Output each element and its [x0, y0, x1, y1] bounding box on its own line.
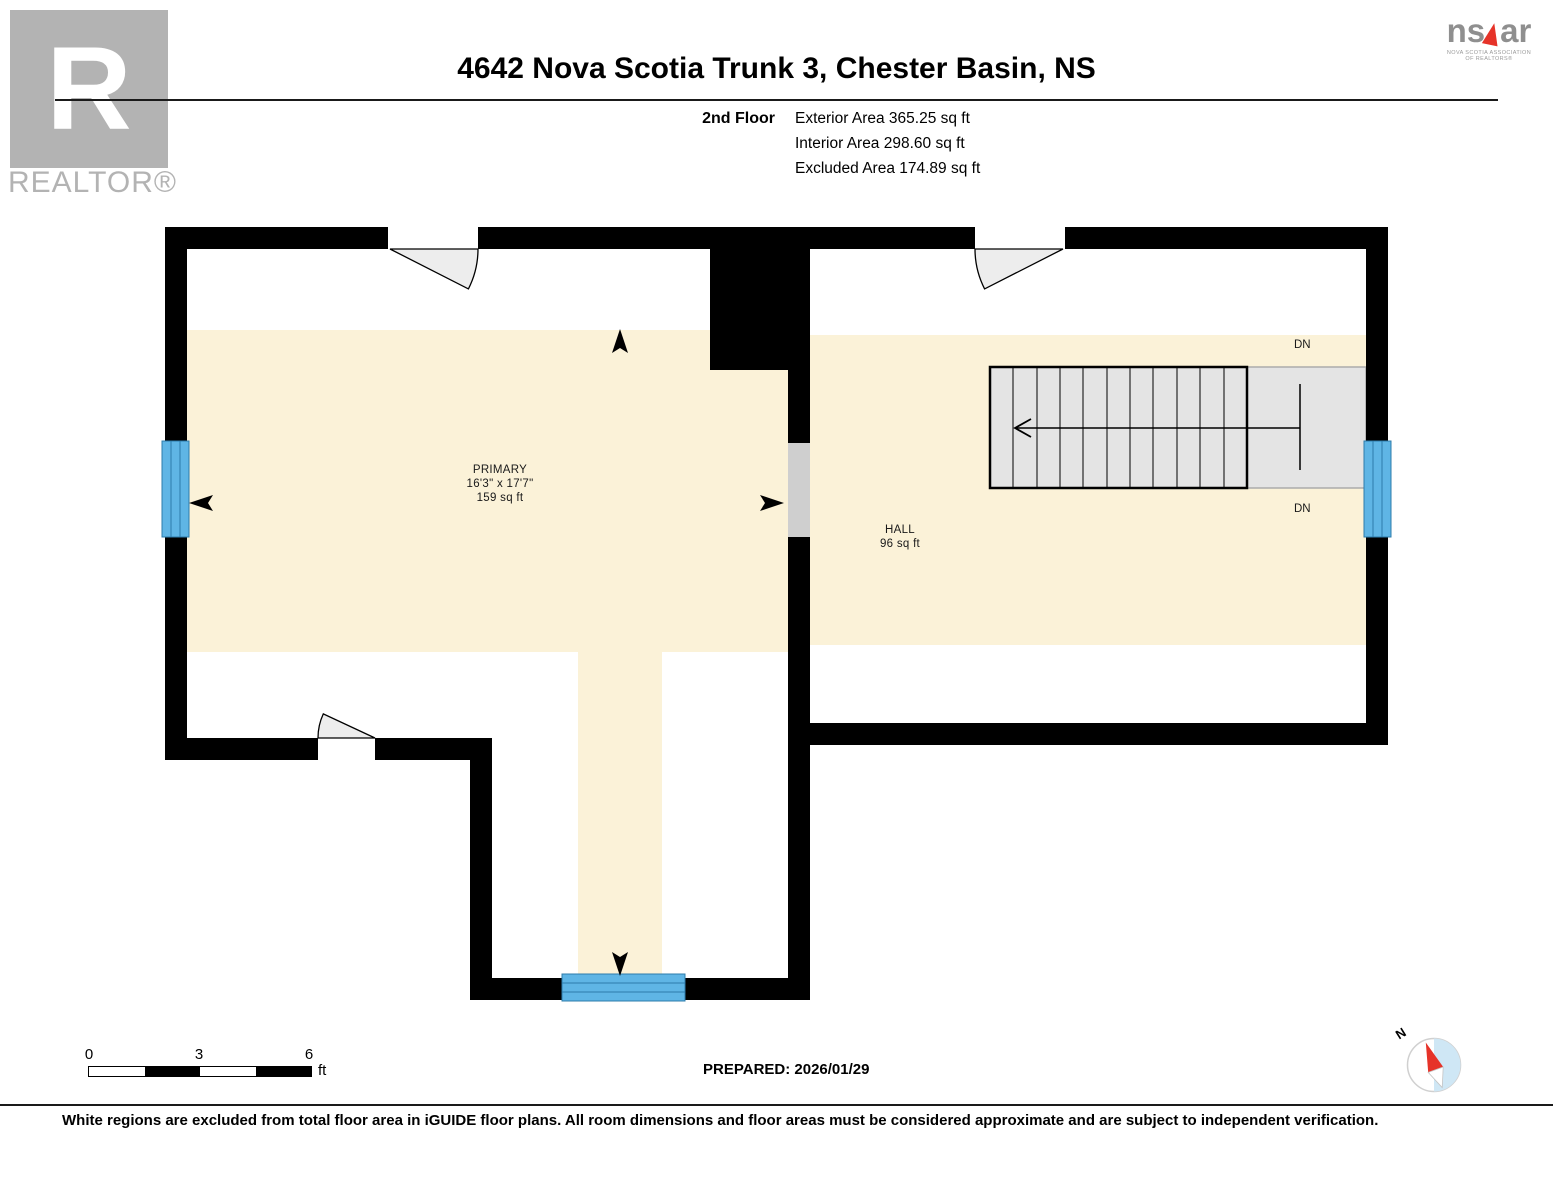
- scale-bar-segment: [200, 1067, 256, 1076]
- cased-opening: [788, 443, 810, 537]
- stair-dn-label-bottom: DN: [1294, 503, 1311, 515]
- room-area: 96 sq ft: [879, 537, 921, 550]
- windows: [161, 440, 1392, 1002]
- wall-segment: [375, 738, 492, 760]
- excluded-area-text: Excluded Area 174.89 sq ft: [795, 160, 981, 177]
- stairs: [988, 365, 1367, 490]
- stair-direction-arrow-icon: [1013, 418, 1032, 438]
- floor-label: 2nd Floor: [702, 110, 775, 127]
- scale-tick-0: 0: [84, 1046, 94, 1063]
- primary-floor-area: [187, 330, 788, 652]
- scale-bar: [88, 1066, 312, 1077]
- door-primary-bottom: [317, 713, 376, 739]
- wall-segment: [1366, 227, 1388, 443]
- wall-segment: [788, 537, 810, 1000]
- title-divider: [55, 99, 1498, 101]
- exterior-area-text: Exterior Area 365.25 sq ft: [795, 110, 970, 127]
- nsar-text-ar: ar: [1500, 12, 1532, 49]
- nsar-wordmark: ns ar: [1436, 14, 1542, 47]
- floor-areas: [187, 330, 1366, 978]
- page-title: 4642 Nova Scotia Trunk 3, Chester Basin,…: [457, 52, 1096, 85]
- wall-segment: [165, 227, 187, 443]
- nsar-text-ns: ns: [1446, 12, 1486, 49]
- compass-icon: [1406, 1037, 1462, 1093]
- wall-segment: [165, 738, 318, 760]
- wall-segment: [165, 537, 187, 760]
- wall-segment: [788, 227, 810, 443]
- walls: [165, 227, 1388, 1000]
- corridor-floor-area: [578, 652, 662, 978]
- room-name: HALL: [885, 524, 915, 536]
- door-hall-top: [974, 248, 1064, 290]
- realtor-logo-letter: R: [46, 23, 132, 155]
- disclaimer-text: White regions are excluded from total fl…: [62, 1112, 1379, 1129]
- door-primary-top: [389, 248, 479, 290]
- scale-bar-segment: [89, 1067, 145, 1076]
- nsar-logo: ns ar NOVA SCOTIA ASSOCIATION OF REALTOR…: [1436, 14, 1542, 62]
- room-area: 159 sq ft: [476, 491, 524, 504]
- stair-dn-label-top: DN: [1294, 339, 1311, 351]
- scale-unit-label: ft: [318, 1062, 327, 1079]
- wall-block: [710, 227, 790, 370]
- window-bottom: [561, 973, 686, 1002]
- direction-arrows: [189, 329, 784, 976]
- room-name: PRIMARY: [472, 464, 528, 476]
- scale-tick-3: 3: [194, 1046, 204, 1063]
- realtor-logo: R: [10, 10, 168, 168]
- wall-segment: [685, 978, 810, 1000]
- wall-segment: [165, 227, 388, 249]
- footer-divider: [0, 1104, 1553, 1106]
- prepared-date: PREPARED: 2026/01/29: [703, 1061, 870, 1078]
- arrow-up-icon: [612, 329, 628, 353]
- scale-tick-6: 6: [304, 1046, 314, 1063]
- scale-bar-segment: [144, 1067, 200, 1076]
- wall-segment: [1366, 537, 1388, 745]
- arrow-left-icon: [189, 495, 213, 511]
- arrow-down-icon: [612, 952, 628, 976]
- doors: [317, 248, 1064, 739]
- realtor-logo-label: REALTOR®: [8, 166, 178, 199]
- window-left: [161, 440, 190, 538]
- room-label-hall: HALL 96 sq ft: [830, 524, 970, 552]
- window-right: [1363, 440, 1392, 538]
- interior-area-text: Interior Area 298.60 sq ft: [795, 135, 965, 152]
- arrow-right-icon: [760, 495, 784, 511]
- wall-segment: [1065, 227, 1388, 249]
- scale-bar-segment: [255, 1067, 311, 1076]
- nsar-caption-line1: NOVA SCOTIA ASSOCIATION: [1446, 50, 1532, 56]
- nsar-caption-line2: OF REALTORS®: [1465, 56, 1513, 62]
- wall-segment: [470, 978, 563, 1000]
- wall-segment: [810, 723, 1388, 745]
- room-label-primary: PRIMARY 16'3" x 17'7" 159 sq ft: [420, 464, 580, 505]
- wall-segment: [470, 738, 492, 1000]
- room-dimensions: 16'3" x 17'7": [466, 477, 534, 490]
